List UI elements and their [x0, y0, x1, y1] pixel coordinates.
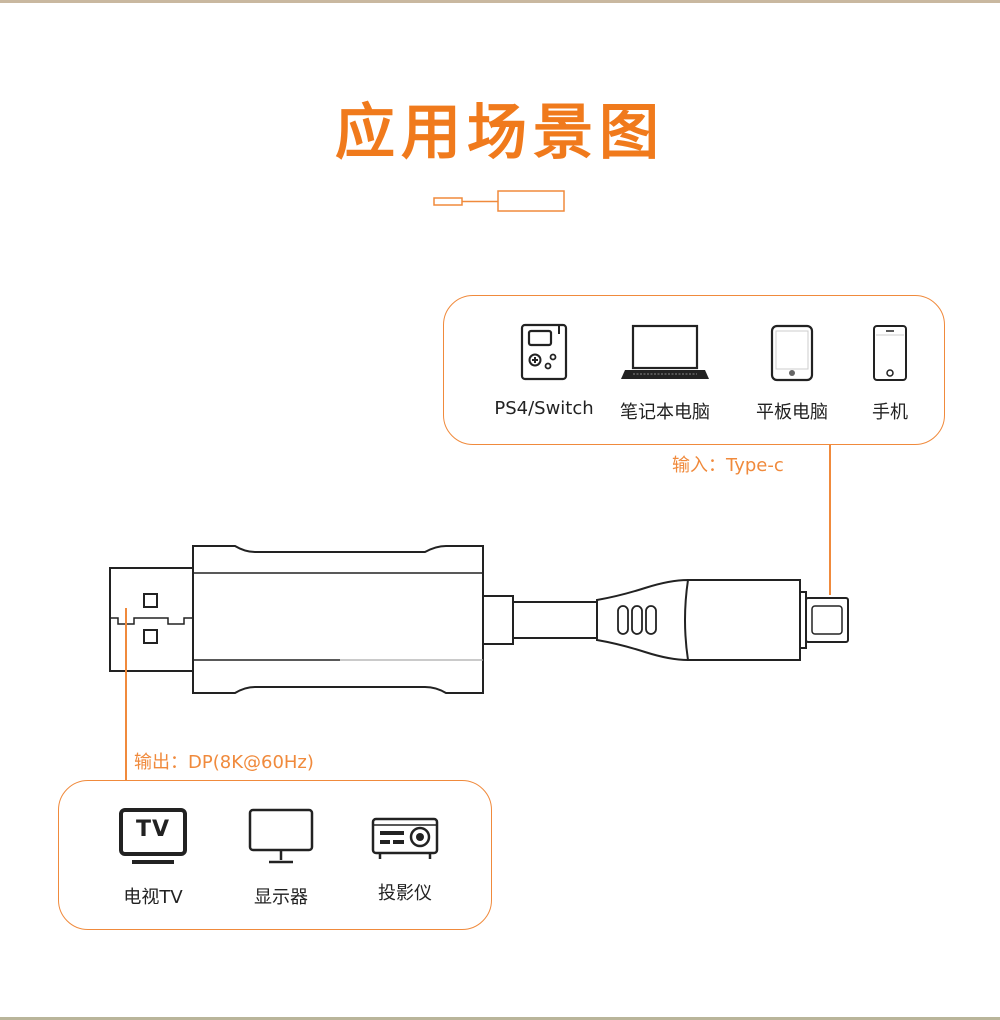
tv-icon-text: TV: [135, 817, 171, 842]
laptop-icon: [621, 324, 709, 379]
device-monitor: 显示器: [231, 807, 331, 909]
page-title: 应用场景图: [335, 98, 665, 168]
device-label: 手机: [872, 402, 908, 423]
device-ps4-switch: PS4/Switch: [484, 322, 604, 419]
monitor-icon: [248, 808, 314, 864]
device-projector: 投影仪: [355, 813, 455, 905]
tablet-icon: [770, 324, 814, 382]
input-pointer-line: [829, 445, 831, 595]
tv-icon: TV: [118, 807, 188, 865]
output-pointer-line: [125, 608, 127, 780]
game-console-icon: [520, 323, 568, 381]
phone-icon: [873, 325, 907, 381]
output-devices-panel: TV 电视TV 显示器 投影仪: [58, 780, 492, 930]
cable-decoration-icon: [433, 190, 565, 212]
device-label: 显示器: [254, 887, 308, 908]
dp-adapter-icon: [109, 545, 849, 694]
device-label: PS4/Switch: [494, 398, 594, 419]
device-laptop: 笔记本电脑: [610, 324, 720, 424]
projector-icon: [371, 817, 439, 859]
input-devices-panel: PS4/Switch 笔记本电脑 平板电脑 手机: [443, 295, 945, 445]
device-label: 平板电脑: [756, 402, 828, 423]
device-phone: 手机: [850, 324, 930, 424]
device-label: 笔记本电脑: [620, 402, 710, 423]
top-border: [0, 0, 1000, 3]
output-caption: 输出：DP(8K@60Hz): [134, 752, 314, 773]
device-tv: TV 电视TV: [103, 807, 203, 909]
input-caption: 输入：Type-c: [672, 455, 784, 476]
device-label: 投影仪: [378, 883, 432, 904]
device-tablet: 平板电脑: [742, 324, 842, 424]
bottom-border: [0, 1017, 1000, 1020]
device-label: 电视TV: [123, 887, 183, 908]
